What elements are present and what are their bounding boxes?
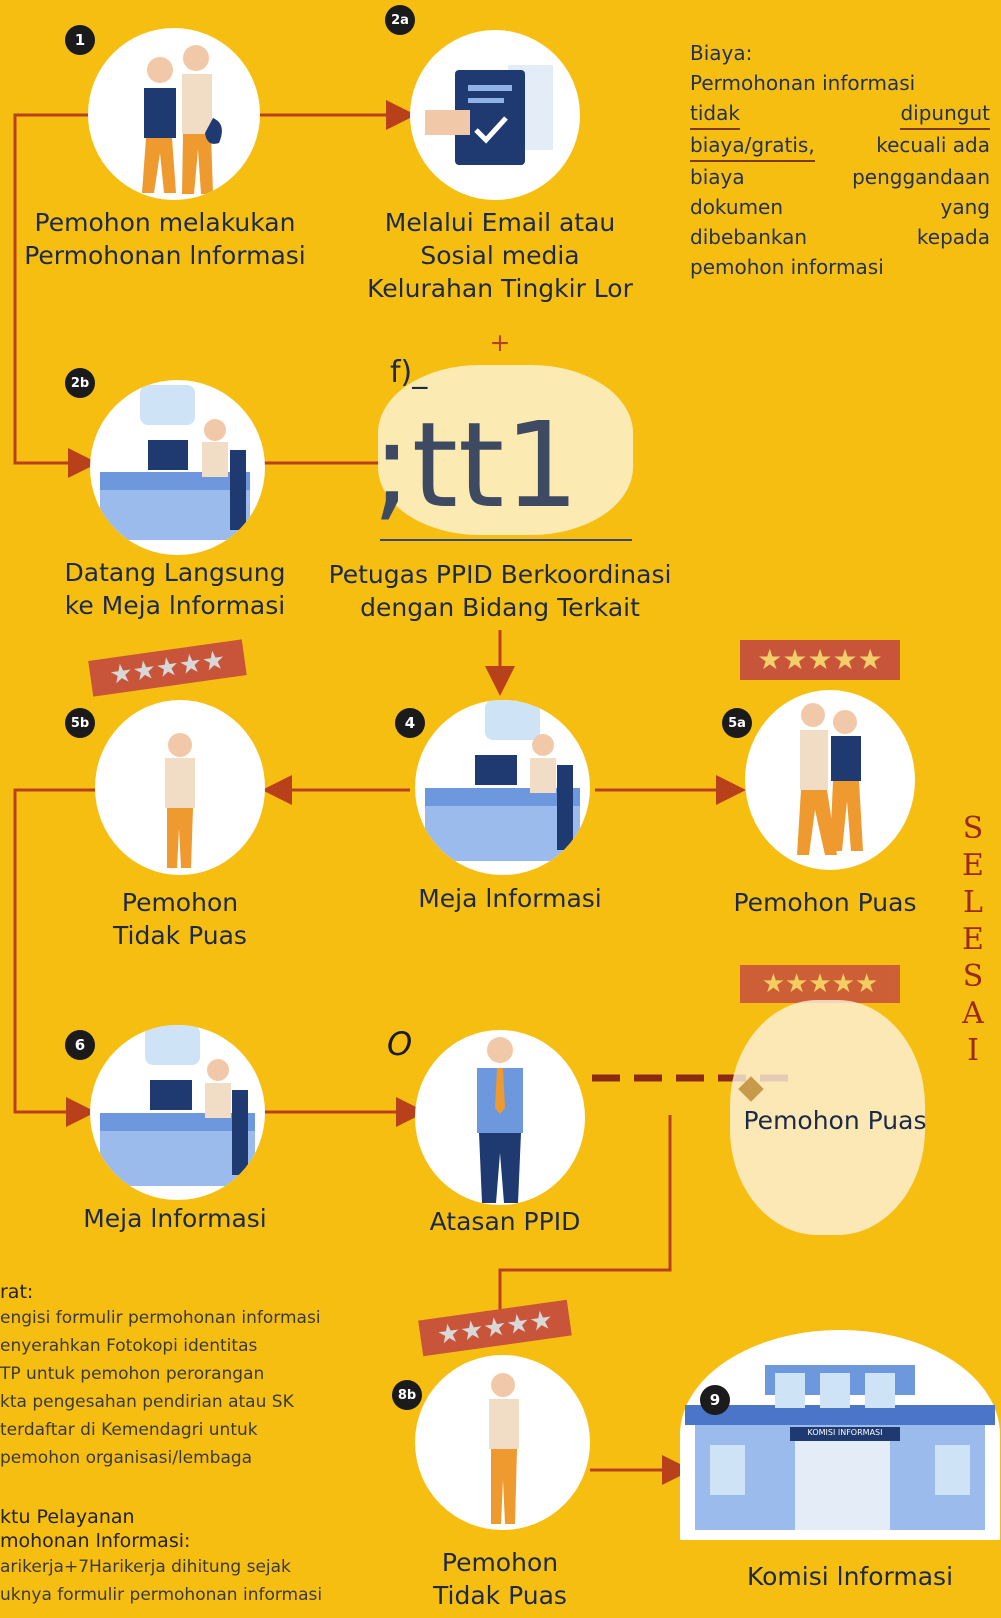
step5b-illustration — [95, 700, 265, 875]
building-sign: KOMISI INFORMASI — [795, 1428, 895, 1437]
step2a-illustration — [410, 30, 580, 200]
caption-step5a: Pemohon Puas — [720, 886, 930, 919]
caption-step6: Meja lnformasi — [70, 1202, 280, 1235]
badge-5a: 5a — [722, 708, 752, 738]
badge-6: 6 — [65, 1030, 95, 1060]
step6-illustration — [90, 1025, 265, 1200]
badge-4: 4 — [395, 708, 425, 738]
badge-2a: 2a — [385, 5, 415, 35]
rating-stars-8a: ★★★★★ — [740, 965, 900, 1003]
rating-stars-5a: ★★★★★ — [740, 640, 900, 680]
biaya-title: Biaya: — [690, 38, 990, 68]
caption-step8a: Pemohon Puas — [735, 1104, 935, 1137]
badge-2b: 2b — [65, 368, 95, 398]
badge-8b: 8b — [392, 1380, 422, 1410]
step2b-illustration — [90, 380, 265, 555]
badge-1: 1 — [65, 25, 95, 55]
step3-garbled-big: ;tt1 — [372, 395, 579, 535]
step8b-illustration — [415, 1355, 590, 1530]
caption-step7: Atasan PPID — [400, 1205, 610, 1238]
badge-7-garbled: O — [387, 1025, 412, 1063]
step4-illustration — [415, 700, 590, 875]
plus-sign: + — [485, 326, 515, 359]
caption-step4: Meja lnformasi — [395, 882, 625, 915]
caption-step9: Komisi lnformasi — [720, 1560, 980, 1593]
syarat-note: rat: engisi formulir permohonan informas… — [0, 1280, 380, 1472]
arrow-1-to-2b — [15, 115, 95, 463]
step7-illustration — [415, 1030, 585, 1205]
step9-building — [685, 1365, 995, 1530]
badge-5b: 5b — [65, 708, 95, 738]
step5a-illustration — [745, 690, 915, 870]
step3-garbled-small: f)_ — [390, 355, 427, 390]
step1-illustration — [88, 28, 260, 200]
badge-9: 9 — [700, 1385, 730, 1415]
